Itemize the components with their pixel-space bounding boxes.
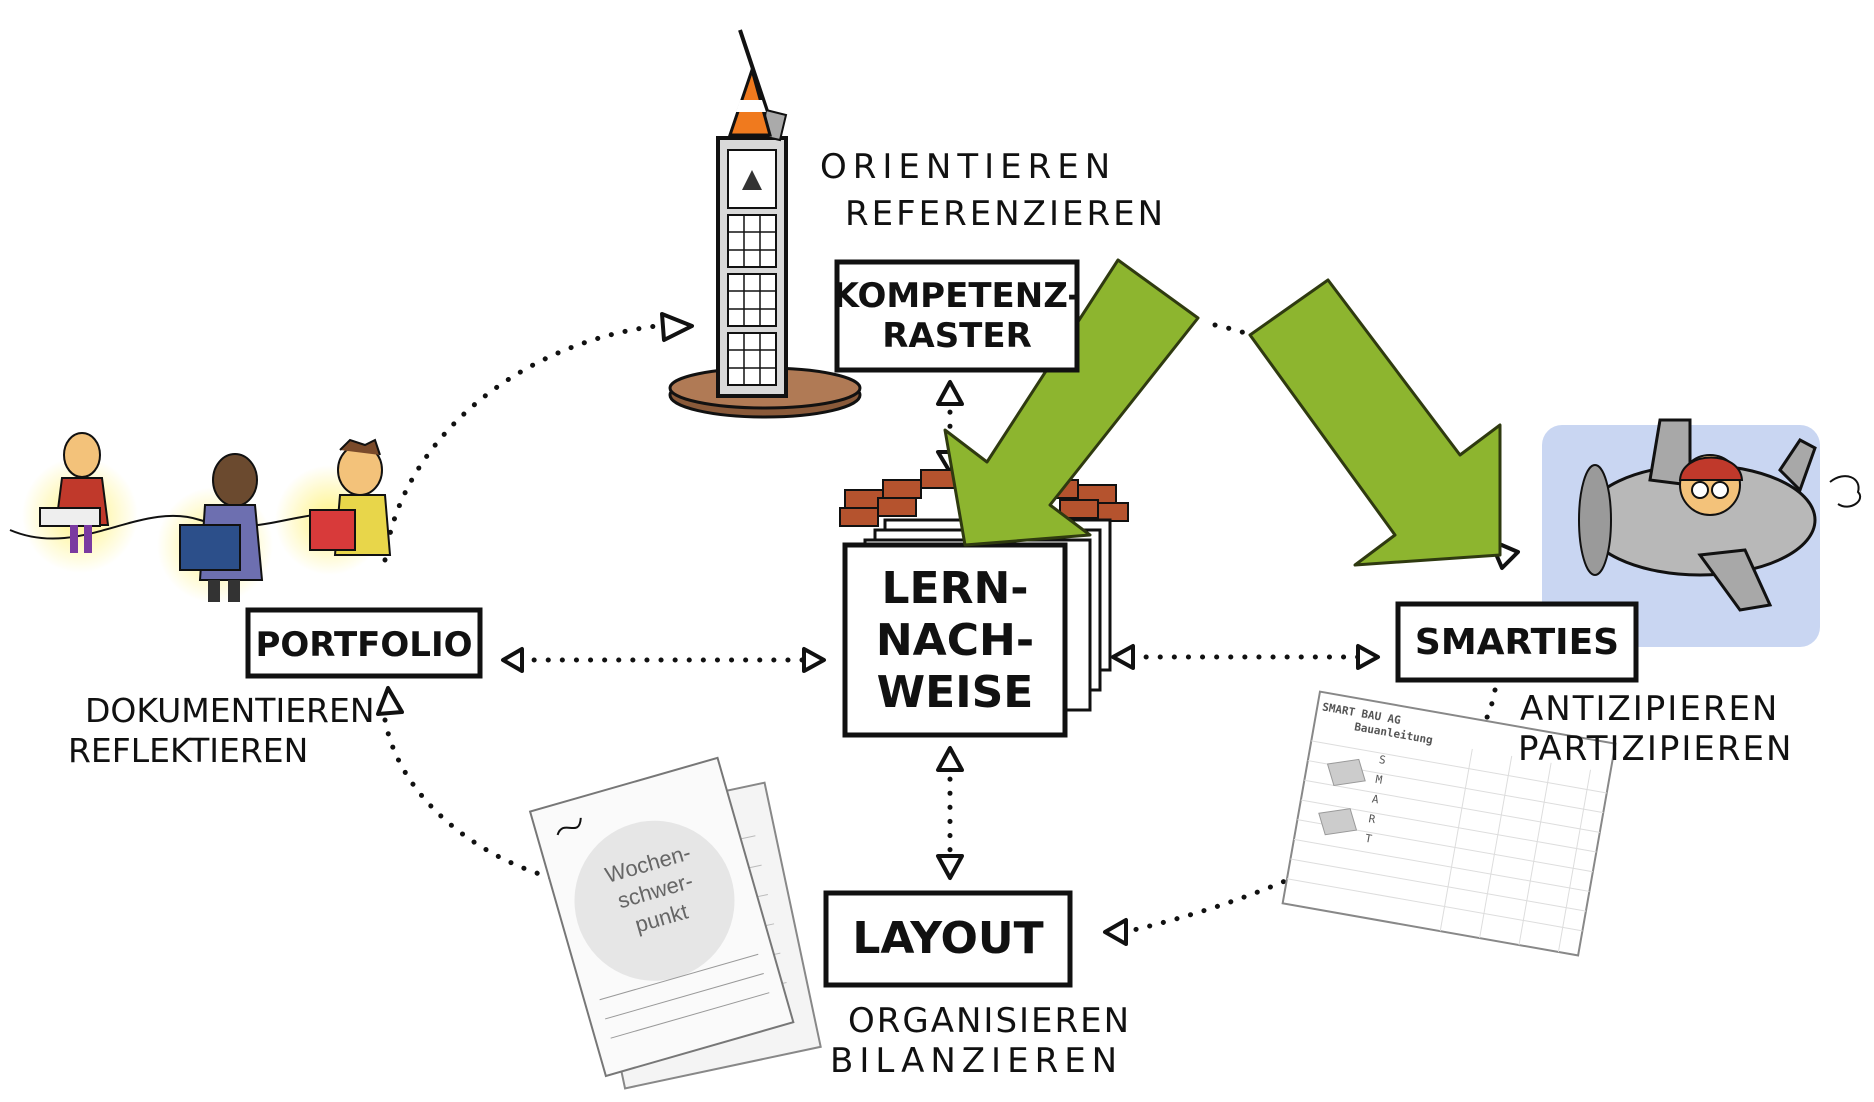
airplane-illustration <box>1542 418 1861 647</box>
portfolio-box <box>245 607 483 679</box>
green-arrow-left <box>943 258 1200 547</box>
smarties-label: SMARTIES <box>1415 622 1619 663</box>
arrowhead-lern-right <box>1111 644 1135 670</box>
kompetenzraster-box <box>834 259 1080 373</box>
smart-letter-m: M <box>1375 773 1384 787</box>
layout-box <box>823 890 1073 988</box>
smarties-box <box>1395 601 1639 683</box>
annotation-reflektieren: REFLEKTIEREN <box>68 731 308 770</box>
arrowhead-portfolio-down <box>376 686 404 716</box>
smart-letter-t: T <box>1364 832 1373 846</box>
layout-node[interactable]: LAYOUT <box>823 890 1073 988</box>
smart-letter-s: S <box>1378 753 1387 767</box>
annotation-referenzieren: REFERENZIEREN <box>845 194 1166 234</box>
green-arrows <box>943 258 1502 567</box>
kids-illustration <box>9 432 392 603</box>
annotation-antizipieren: ANTIZIPIEREN <box>1520 689 1779 729</box>
arrowhead-raster-up <box>936 380 964 406</box>
connector-portfolio-to-layout <box>382 717 563 883</box>
lernnachweise-node[interactable]: LERN- NACH- WEISE <box>842 518 1112 738</box>
lernnachweise-line-2: NACH- <box>876 615 1034 666</box>
annotation-organisieren: ORGANISIEREN <box>848 1001 1131 1041</box>
arrowhead-lern-down <box>936 746 964 772</box>
lernnachweise-line-3: WEISE <box>877 667 1034 718</box>
kompetenzraster-line-1: KOMPETENZ- <box>833 276 1082 316</box>
arrowhead-smarties-left <box>1356 644 1380 670</box>
green-arrow-right <box>1248 278 1502 567</box>
smart-letter-a: A <box>1371 792 1380 806</box>
kompetenzraster-line-2: RASTER <box>882 316 1032 356</box>
smart-bau-document: SMART BAU AG Bauanleitung S M A R T <box>1281 690 1617 957</box>
lernnachweise-box <box>842 542 1068 738</box>
smarties-node[interactable]: SMARTIES <box>1395 601 1639 683</box>
annotation-bilanzieren: BILANZIEREN <box>830 1041 1123 1081</box>
annotations: ORIENTIEREN REFERENZIEREN DOKUMENTIEREN … <box>68 147 1793 1081</box>
brick-wall <box>839 469 1129 527</box>
arrowhead-to-raster <box>660 312 694 342</box>
tower-illustration <box>668 29 862 419</box>
arrowhead-portfolio-right <box>501 647 524 673</box>
portfolio-label: PORTFOLIO <box>255 625 472 665</box>
smart-letter-r: R <box>1368 812 1377 826</box>
kompetenzraster-node[interactable]: KOMPETENZ- RASTER <box>833 259 1082 373</box>
layout-label: LAYOUT <box>852 913 1043 964</box>
connector-portfolio-to-raster <box>382 322 668 563</box>
lernnachweise-line-1: LERN- <box>881 563 1028 614</box>
annotation-orientieren: ORIENTIEREN <box>820 147 1116 187</box>
arrowhead-layout-right <box>1103 918 1128 946</box>
arrowhead-lern-left <box>802 647 826 673</box>
annotation-partizipieren: PARTIZIPIEREN <box>1518 729 1793 769</box>
arrowhead-layout-up <box>936 854 964 880</box>
portfolio-node[interactable]: PORTFOLIO <box>245 607 483 679</box>
wochenschwerpunkt-documents: Wochen- schwer- punkt <box>528 756 822 1090</box>
annotation-dokumentieren: DOKUMENTIEREN <box>85 691 375 730</box>
